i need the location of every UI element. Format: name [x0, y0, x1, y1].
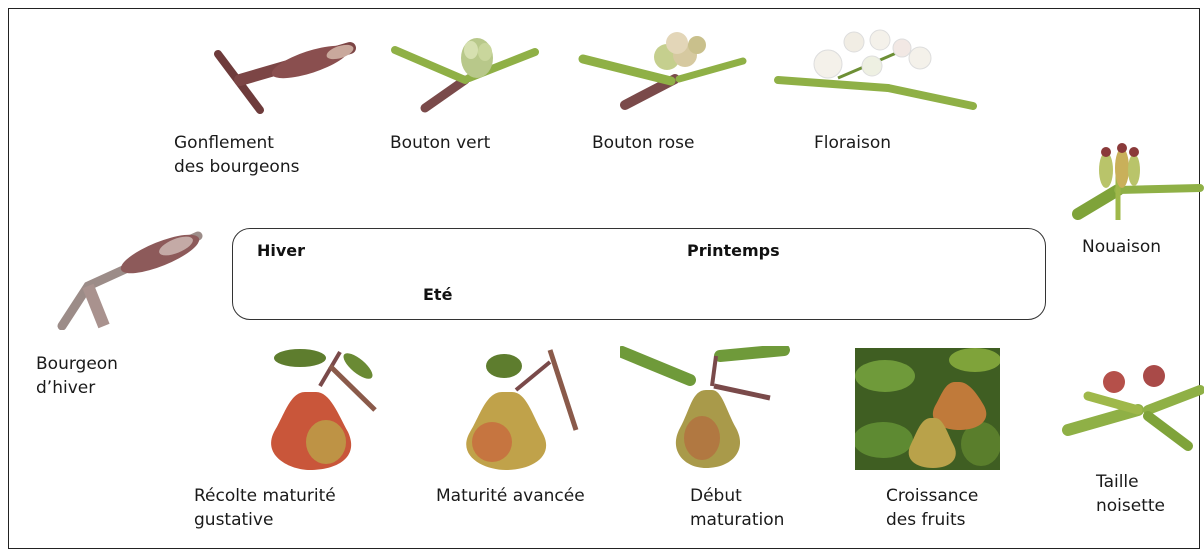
harvest-image	[250, 346, 390, 472]
stage-label-bud-swelling: Gonflement des bourgeons	[174, 131, 299, 179]
winter-bud-image	[48, 230, 208, 330]
stage-label-hazelnut-size: Taille noisette	[1096, 470, 1165, 518]
season-timeline-box: Hiver Printemps Eté	[232, 228, 1046, 320]
stage-label-ripening-start: Début maturation	[690, 484, 784, 532]
flowering-image	[768, 28, 983, 113]
advanced-maturity-image	[440, 346, 590, 472]
stage-label-fruit-growth: Croissance des fruits	[886, 484, 978, 532]
fruit-set-image	[1068, 130, 1204, 230]
fruit-growth-image	[855, 348, 1000, 470]
season-summer: Eté	[423, 285, 452, 304]
stage-label-flowering: Floraison	[814, 131, 891, 155]
stage-label-advanced-maturity: Maturité avancée	[436, 484, 585, 508]
stage-label-fruit-set: Nouaison	[1082, 235, 1161, 259]
ripening-start-image	[620, 346, 790, 472]
hazelnut-size-image	[1058, 360, 1204, 460]
stage-label-winter-bud: Bourgeon d’hiver	[36, 352, 118, 400]
season-spring: Printemps	[687, 241, 780, 260]
stage-label-green-bud: Bouton vert	[390, 131, 490, 155]
pink-bud-image	[575, 25, 750, 115]
stage-label-harvest: Récolte maturité gustative	[194, 484, 336, 532]
bud-swelling-image	[200, 40, 360, 120]
stage-label-pink-bud: Bouton rose	[592, 131, 694, 155]
season-winter: Hiver	[257, 241, 305, 260]
green-bud-image	[385, 30, 545, 115]
